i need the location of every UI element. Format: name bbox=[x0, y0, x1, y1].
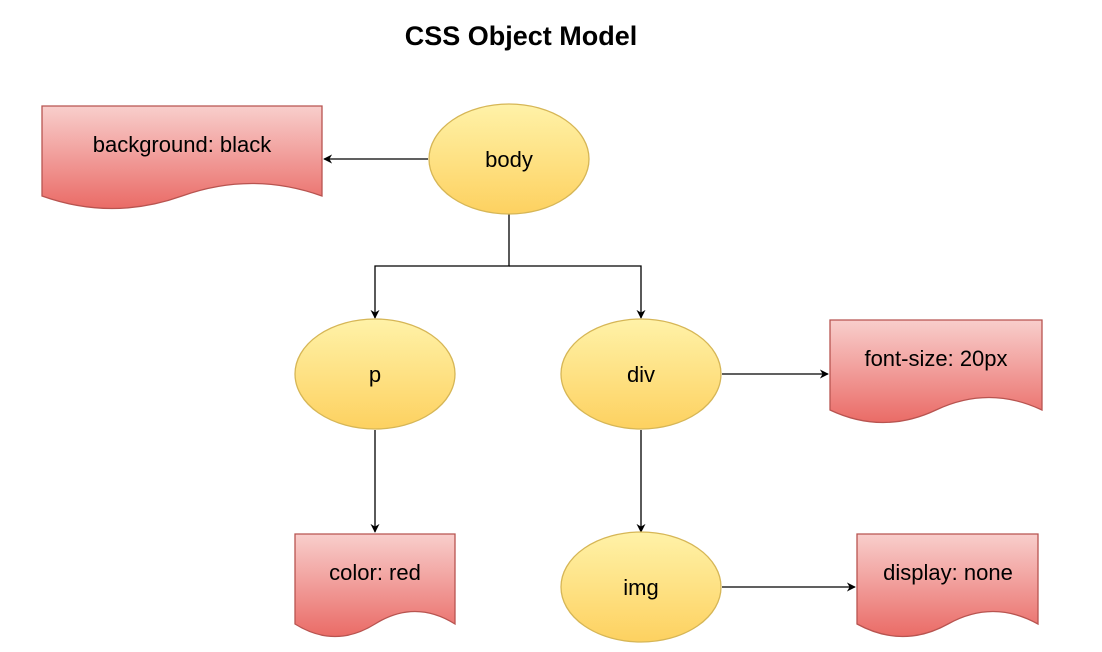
style-background-shape bbox=[41, 105, 323, 210]
edge-body-to-p bbox=[370, 214, 510, 319]
diagram-title: CSS Object Model bbox=[405, 21, 638, 51]
style-color: color: red bbox=[294, 533, 456, 638]
style-display: display: none bbox=[856, 533, 1039, 638]
node-img-label: img bbox=[623, 575, 658, 600]
node-body: body bbox=[428, 103, 590, 215]
style-display-shape bbox=[856, 533, 1039, 638]
node-div-label: div bbox=[627, 362, 655, 387]
edges bbox=[323, 154, 856, 592]
node-p-shape bbox=[294, 318, 456, 430]
node-div-shape bbox=[560, 318, 722, 430]
node-body-label: body bbox=[485, 147, 533, 172]
edge-body-to-div bbox=[509, 265, 646, 319]
style-color-shape bbox=[294, 533, 456, 638]
node-img: img bbox=[560, 531, 722, 643]
style-font-size: font-size: 20px bbox=[829, 319, 1043, 424]
style-background-label: background: black bbox=[93, 132, 273, 157]
style-background: background: black bbox=[41, 105, 323, 210]
style-font-size-label: font-size: 20px bbox=[864, 346, 1007, 371]
node-p-label: p bbox=[369, 362, 381, 387]
node-body-shape bbox=[428, 103, 590, 215]
style-font-size-shape bbox=[829, 319, 1043, 424]
node-p: p bbox=[294, 318, 456, 430]
node-div: div bbox=[560, 318, 722, 430]
style-color-label: color: red bbox=[329, 560, 421, 585]
node-img-shape bbox=[560, 531, 722, 643]
style-display-label: display: none bbox=[883, 560, 1013, 585]
